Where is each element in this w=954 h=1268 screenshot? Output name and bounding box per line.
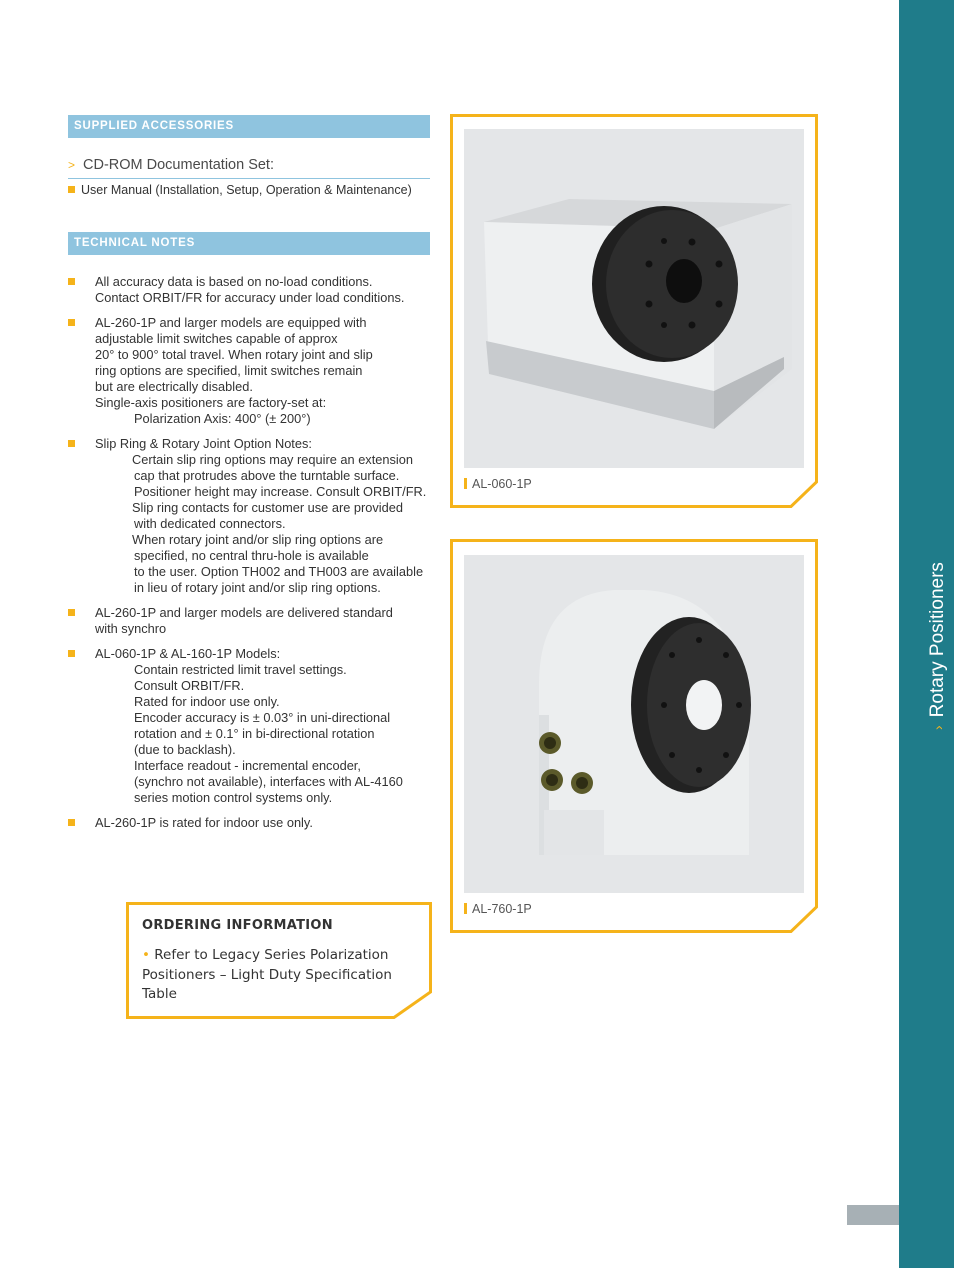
ordering-info-text: • Refer to Legacy Series Polarization Po…	[142, 946, 412, 1005]
accessory-item-text: User Manual (Installation, Setup, Operat…	[81, 183, 412, 197]
note-line: AL-060-1P & AL-160-1P Models:	[95, 646, 281, 661]
note-line: Contact ORBIT/FR for accuracy under load…	[95, 290, 405, 305]
positioner-round-illustration	[539, 590, 751, 855]
product-caption: AL-060-1P	[464, 477, 532, 491]
note-line: Polarization Axis: 400° (± 200°)	[134, 411, 311, 426]
product-photo-al-060-1p	[464, 129, 804, 468]
ordering-info-heading: ORDERING INFORMATION	[142, 918, 333, 933]
note-line: adjustable limit switches capable of app…	[95, 331, 338, 346]
note-item: AL-260-1P and larger models are equipped…	[68, 315, 448, 427]
ordering-box-border	[126, 902, 432, 1019]
positioner-box-illustration	[484, 199, 792, 429]
note-line: specified, no central thru-hole is avail…	[134, 548, 369, 563]
supplied-accessories-heading: SUPPLIED ACCESSORIES	[68, 115, 430, 138]
product-photo-al-760-1p	[464, 555, 804, 893]
product-caption: AL-760-1P	[464, 902, 532, 916]
note-line: with synchro	[95, 621, 167, 636]
note-line: Interface readout - incremental encoder,	[134, 758, 361, 773]
note-line: AL-260-1P and larger models are delivere…	[95, 605, 393, 620]
bullet-square-icon	[68, 819, 75, 826]
note-line: in lieu of rotary joint and/or slip ring…	[134, 580, 381, 595]
bullet-square-icon	[68, 609, 75, 616]
note-line: When rotary joint and/or slip ring optio…	[132, 532, 384, 547]
note-line: Certain slip ring options may require an…	[132, 452, 413, 467]
bullet-square-icon	[68, 278, 75, 285]
note-line: All accuracy data is based on no-load co…	[95, 274, 373, 289]
sidebar-band	[899, 0, 954, 1268]
sidebar-section-label: › Rotary Positioners	[927, 562, 949, 730]
note-line: Contain restricted limit travel settings…	[134, 662, 347, 677]
note-line: Slip Ring & Rotary Joint Option Notes:	[95, 436, 312, 451]
ordering-info-box	[126, 902, 432, 1019]
frame-border	[450, 539, 818, 933]
note-line: to the user. Option TH002 and TH003 are …	[134, 564, 424, 579]
note-item: All accuracy data is based on no-load co…	[68, 274, 448, 306]
note-line: series motion control systems only.	[134, 790, 333, 805]
bullet-square-icon	[68, 319, 75, 326]
page-tab	[847, 1205, 899, 1225]
note-line: 20° to 900° total travel. When rotary jo…	[95, 347, 373, 362]
note-item: AL-260-1P and larger models are delivere…	[68, 605, 448, 637]
note-line: (due to backlash).	[134, 742, 236, 757]
accessory-item: User Manual (Installation, Setup, Operat…	[68, 183, 412, 197]
frame-border	[450, 114, 818, 508]
note-line: ring options are specified, limit switch…	[95, 363, 363, 378]
chevron-icon: ›	[930, 725, 946, 730]
note-line: AL-260-1P is rated for indoor use only.	[95, 815, 313, 830]
note-line: Consult ORBIT/FR.	[134, 678, 245, 693]
product-caption-text: AL-760-1P	[472, 902, 532, 916]
note-line: Slip ring contacts for customer use are …	[132, 500, 403, 515]
note-line: with dedicated connectors.	[134, 516, 286, 531]
note-line: Rated for indoor use only.	[134, 694, 280, 709]
cd-rom-title: > CD-ROM Documentation Set:	[68, 157, 430, 179]
cd-rom-title-text: CD-ROM Documentation Set:	[83, 157, 274, 173]
note-line: but are electrically disabled.	[95, 379, 253, 394]
product-frame-al-060-1p	[450, 114, 818, 508]
sidebar-label-text: Rotary Positioners	[927, 562, 948, 718]
note-item: AL-260-1P is rated for indoor use only.	[68, 815, 448, 831]
note-line: AL-260-1P and larger models are equipped…	[95, 315, 367, 330]
note-line: (synchro not available), interfaces with…	[134, 774, 403, 789]
note-line: Positioner height may increase. Consult …	[134, 484, 427, 499]
caption-marker-icon	[464, 478, 467, 489]
technical-notes-list: All accuracy data is based on no-load co…	[68, 274, 448, 840]
note-line: cap that protrudes above the turntable s…	[134, 468, 400, 483]
caption-marker-icon	[464, 903, 467, 914]
note-item: AL-060-1P & AL-160-1P Models: Contain re…	[68, 646, 448, 806]
note-item: Slip Ring & Rotary Joint Option Notes: C…	[68, 436, 448, 596]
bullet-square-icon	[68, 186, 75, 193]
product-caption-text: AL-060-1P	[472, 477, 532, 491]
note-line: rotation and ± 0.1° in bi-directional ro…	[134, 726, 375, 741]
ordering-info-body: Refer to Legacy Series Polarization Posi…	[142, 947, 392, 1002]
chevron-right-icon: >	[68, 158, 76, 172]
bullet-square-icon	[68, 650, 75, 657]
note-line: Single-axis positioners are factory-set …	[95, 395, 327, 410]
technical-notes-heading: TECHNICAL NOTES	[68, 232, 430, 255]
product-frame-al-760-1p	[450, 539, 818, 933]
bullet-dot-icon: •	[142, 947, 150, 963]
bullet-square-icon	[68, 440, 75, 447]
note-line: Encoder accuracy is ± 0.03° in uni-direc…	[134, 710, 391, 725]
